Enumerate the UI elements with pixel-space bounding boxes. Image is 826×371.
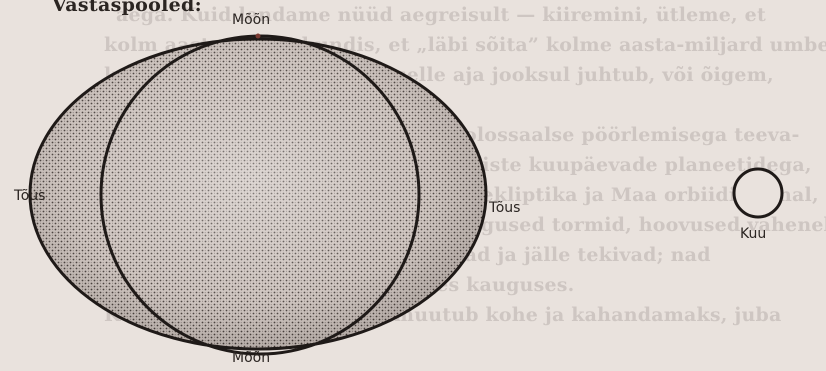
marker-dot (256, 34, 261, 39)
label-kuu: Kuu (740, 226, 766, 242)
label-tous-right: Tõus (489, 200, 520, 216)
moon-circle (734, 169, 782, 217)
label-moon-top: Mõõn (232, 12, 270, 28)
label-tous-left: Tõus (14, 188, 45, 204)
label-moon-bottom: Mõõn (232, 350, 270, 366)
